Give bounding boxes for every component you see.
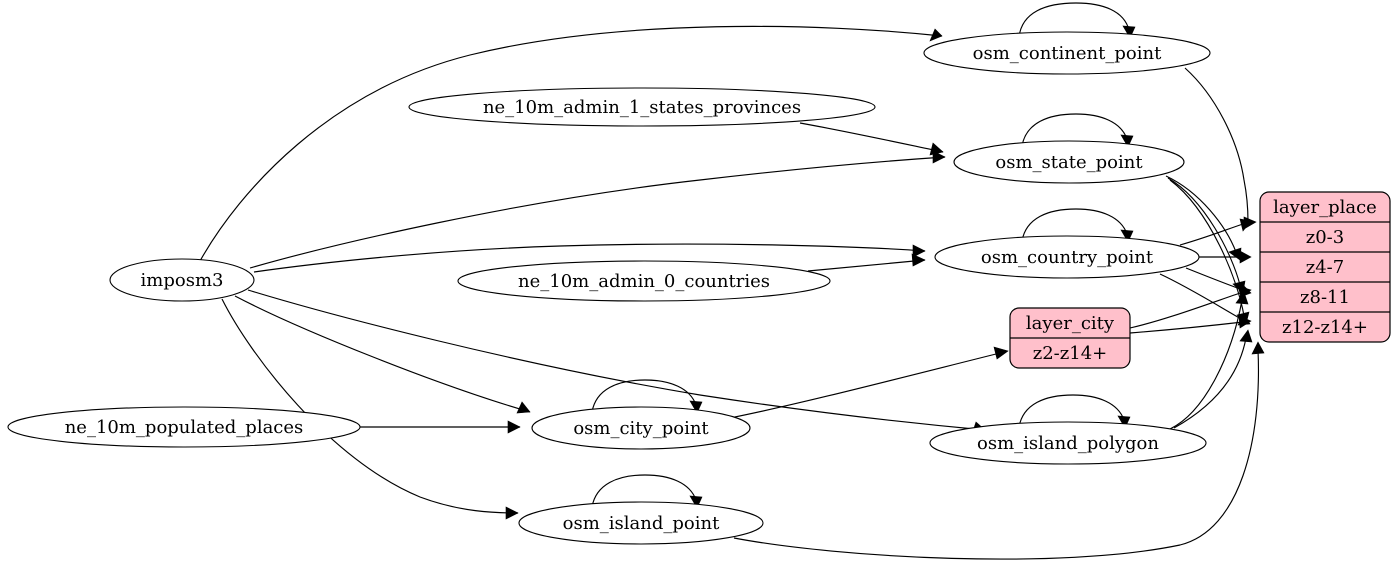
node-osm-island-point-label: osm_island_point	[563, 513, 720, 534]
record-node-layer-place[interactable]: layer_place z0-3 z4-7 z8-11 z12-z14+	[1259, 191, 1391, 343]
edge-osm-country-point-self-loop	[1021, 208, 1134, 243]
edge-osm-island-polygon-self-loop	[1018, 394, 1131, 429]
edge-osm-island-polygon-to-layer-place-z8-11	[1169, 291, 1249, 430]
nodes-layer: imposm3 ne_10m_admin_1_states_provinces …	[7, 31, 1211, 545]
node-ne-10m-admin-0-countries[interactable]: ne_10m_admin_0_countries	[457, 260, 831, 302]
edge-imposm3-to-osm-city-point	[234, 295, 531, 414]
edge-osm-continent-point-self-loop	[1018, 2, 1136, 39]
edge-osm-island-point-self-loop	[591, 474, 703, 509]
edge-ne-admin1-to-osm-state-point	[799, 122, 944, 156]
record-layer-place-row-z4-7[interactable]: z4-7	[1306, 257, 1344, 278]
node-osm-island-polygon[interactable]: osm_island_polygon	[929, 421, 1207, 465]
edge-osm-country-point-to-layer-place-z12-z14	[1159, 273, 1251, 326]
node-osm-state-point[interactable]: osm_state_point	[953, 140, 1185, 184]
node-osm-island-point[interactable]: osm_island_point	[518, 501, 764, 545]
node-osm-state-point-label: osm_state_point	[995, 152, 1143, 173]
edge-ne-admin0-to-osm-country-point	[807, 253, 926, 272]
node-osm-country-point-label: osm_country_point	[981, 247, 1154, 268]
edge-osm-country-point-to-layer-place-z4-7	[1198, 250, 1252, 264]
edge-osm-island-point-to-layer-place-z12-z14	[733, 341, 1265, 560]
node-ne-admin1-label: ne_10m_admin_1_states_provinces	[483, 97, 801, 118]
record-layer-place-row-z12-z14[interactable]: z12-z14+	[1282, 317, 1368, 338]
record-layer-city-row-z2-z14[interactable]: z2-z14+	[1033, 343, 1108, 364]
edge-imposm3-to-osm-country-point	[253, 243, 926, 273]
node-osm-country-point[interactable]: osm_country_point	[934, 235, 1200, 279]
node-osm-continent-point[interactable]: osm_continent_point	[923, 31, 1211, 75]
edge-osm-country-point-to-layer-place-z0-3	[1179, 218, 1252, 246]
record-nodes-layer: layer_place z0-3 z4-7 z8-11 z12-z14+ lay…	[1009, 191, 1391, 369]
record-layer-place-row-z8-11[interactable]: z8-11	[1300, 287, 1350, 308]
edge-osm-city-point-to-layer-city	[729, 346, 1009, 419]
edge-ne-populated-to-osm-city-point	[360, 420, 521, 434]
record-layer-city-title: layer_city	[1026, 313, 1115, 334]
node-ne-10m-populated-places[interactable]: ne_10m_populated_places	[7, 406, 361, 448]
node-osm-city-point[interactable]: osm_city_point	[531, 406, 751, 450]
edges-layer	[199, 2, 1265, 560]
edge-osm-island-polygon-to-layer-place-z12-z14	[1173, 329, 1253, 429]
node-osm-island-polygon-label: osm_island_polygon	[977, 433, 1159, 454]
node-ne-populated-label: ne_10m_populated_places	[65, 417, 304, 438]
node-imposm3-label: imposm3	[141, 270, 224, 291]
edge-imposm3-to-osm-island-point	[221, 298, 519, 520]
edge-layer-city-to-layer-place-z12-z14	[1129, 315, 1252, 334]
edge-osm-city-point-self-loop	[591, 379, 703, 414]
node-osm-continent-point-label: osm_continent_point	[973, 43, 1162, 64]
edge-imposm3-to-osm-continent-point	[199, 25, 943, 262]
node-ne-10m-admin-1-states-provinces[interactable]: ne_10m_admin_1_states_provinces	[408, 87, 876, 127]
record-layer-place-row-z0-3[interactable]: z0-3	[1306, 227, 1344, 248]
edge-imposm3-to-osm-state-point	[249, 150, 946, 269]
node-imposm3[interactable]: imposm3	[109, 258, 255, 302]
edge-osm-state-point-self-loop	[1021, 113, 1134, 148]
record-layer-place-title: layer_place	[1273, 197, 1377, 218]
node-ne-admin0-label: ne_10m_admin_0_countries	[518, 271, 770, 292]
node-osm-city-point-label: osm_city_point	[573, 418, 709, 439]
record-node-layer-city[interactable]: layer_city z2-z14+	[1009, 307, 1131, 369]
edge-layer-city-to-layer-place-z8-11	[1129, 285, 1252, 329]
edge-osm-continent-point-to-layer-place-z0-3	[1184, 67, 1257, 230]
